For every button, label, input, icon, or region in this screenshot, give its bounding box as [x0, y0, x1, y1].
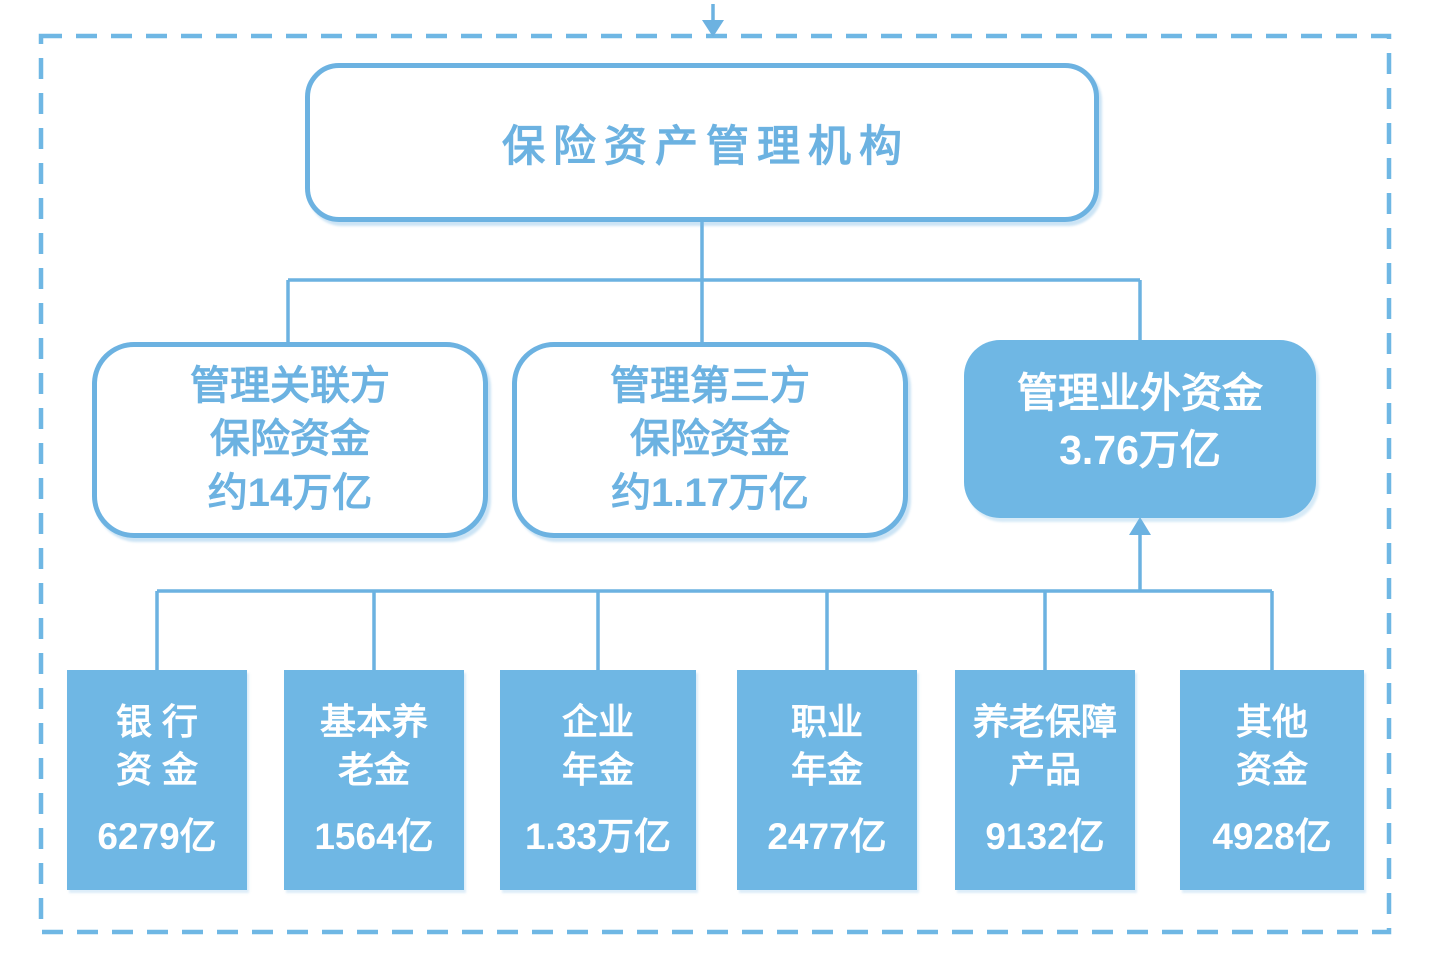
node-line: 养老保障: [972, 701, 1117, 742]
node-occupational-annuity: 职业 年金 2477亿: [737, 670, 917, 890]
node-line: 管理业外资金: [1017, 370, 1263, 417]
node-line: 保险资金: [210, 417, 370, 462]
node-line: 约14万亿: [207, 470, 373, 515]
node-other-funds: 其他 资金 4928亿: [1180, 670, 1364, 890]
node-enterprise-annuity: 企业 年金 1.33万亿: [500, 670, 696, 890]
node-basic-pension-funds: 基本养 老金 1564亿: [284, 670, 464, 890]
node-pension-security-products: 养老保障 产品 9132亿: [955, 670, 1135, 890]
node-line: 年金: [561, 748, 634, 790]
node-line: 产品: [1008, 748, 1081, 790]
node-line: 资金: [1235, 748, 1308, 790]
node-label: 保险资产管理机构: [502, 122, 910, 171]
node-line: 3.76万亿: [1059, 427, 1221, 473]
node-managed-external-funds: 管理业外资金 3.76万亿: [964, 340, 1316, 518]
node-line: 管理关联方: [190, 363, 390, 408]
node-value: 1564亿: [314, 816, 434, 858]
node-line: 保险资金: [630, 417, 790, 462]
node-line: 老金: [337, 748, 410, 790]
node-line: 银 行: [115, 701, 198, 742]
node-line: 约1.17万亿: [611, 470, 809, 515]
node-bank-funds: 银 行 资 金 6279亿: [67, 670, 247, 890]
node-line: 年金: [790, 748, 863, 790]
node-value: 4928亿: [1212, 816, 1332, 858]
node-line: 资 金: [115, 748, 198, 790]
node-managed-third-party-funds: 管理第三方 保险资金 约1.17万亿: [512, 342, 908, 538]
node-insurance-asset-management: 保险资产管理机构: [305, 63, 1099, 222]
node-line: 企业: [561, 701, 634, 742]
dashed-boundary: [38, 33, 1392, 935]
node-managed-related-party-funds: 管理关联方 保险资金 约14万亿: [92, 342, 488, 538]
node-value: 2477亿: [767, 816, 887, 858]
arrow-down-icon: [702, 20, 724, 37]
arrow-up-icon: [1129, 517, 1151, 535]
node-line: 职业: [790, 701, 863, 742]
node-value: 9132亿: [985, 816, 1105, 858]
node-value: 6279亿: [97, 816, 217, 858]
node-value: 1.33万亿: [524, 816, 671, 858]
node-line: 其他: [1235, 701, 1308, 742]
node-line: 管理第三方: [610, 363, 810, 408]
node-line: 基本养: [319, 701, 428, 742]
